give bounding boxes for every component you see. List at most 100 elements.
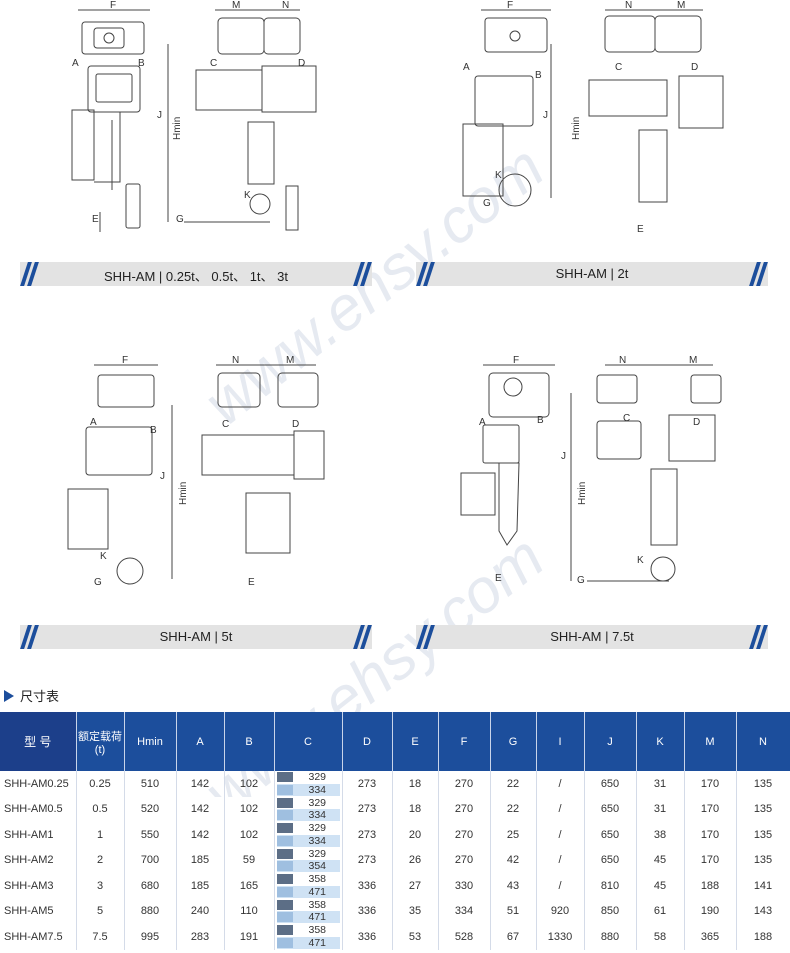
cell-g: 67 <box>490 924 537 950</box>
cell-m: 170 <box>684 771 737 797</box>
drawing-2t-hoist: F A B G K J Hmin N M C D E <box>455 0 755 235</box>
cell-i: 920 <box>536 898 585 924</box>
label-D: D <box>298 58 305 69</box>
cell-n: 135 <box>736 771 790 797</box>
cell-g: 25 <box>490 822 537 848</box>
label-J: J <box>561 451 566 462</box>
cell-f: 270 <box>438 796 491 822</box>
cell-e: 18 <box>392 796 439 822</box>
cell-k: 58 <box>636 924 685 950</box>
cell-k: 45 <box>636 847 685 873</box>
label-F: F <box>110 0 116 11</box>
cell-n: 143 <box>736 898 790 924</box>
caption-text: SHH-AM | 5t <box>159 629 233 644</box>
label-E: E <box>495 573 502 584</box>
cell-e: 20 <box>392 822 439 848</box>
cell-d: 336 <box>342 873 393 899</box>
label-B: B <box>138 58 145 69</box>
cell-a: 142 <box>176 796 225 822</box>
label-C: C <box>210 58 217 69</box>
c-value-1: 329 <box>308 771 327 784</box>
caption-banner: SHH-AM | 5t <box>20 625 372 649</box>
speed-tag-icon <box>276 823 293 834</box>
speed-tag-icon <box>276 772 293 783</box>
cell-k: 31 <box>636 771 685 797</box>
label-D: D <box>691 62 698 73</box>
label-Hmin: Hmin <box>178 482 189 505</box>
cell-d: 273 <box>342 847 393 873</box>
label-N: N <box>625 0 632 11</box>
section-title-text: 尺寸表 <box>20 689 60 704</box>
caption-banner: SHH-AM | 7.5t <box>416 625 768 649</box>
cell-j: 810 <box>584 873 637 899</box>
column-header: D <box>342 712 393 771</box>
cell-m: 365 <box>684 924 737 950</box>
speed-tag-icon <box>276 874 293 885</box>
caption-banner: SHH-AM | 0.25t、 0.5t、 1t、 3t <box>20 262 372 286</box>
cell-b: 102 <box>224 796 275 822</box>
cell-d: 273 <box>342 796 393 822</box>
cell-b: 110 <box>224 898 275 924</box>
speed-tag-icon <box>276 886 293 897</box>
triangle-bullet-icon <box>4 690 14 702</box>
column-header: Hmin <box>124 712 177 771</box>
cell-i: 1330 <box>536 924 585 950</box>
cell-hmin: 520 <box>124 796 177 822</box>
cell-model: SHH-AM5 <box>0 898 77 924</box>
cell-hmin: 700 <box>124 847 177 873</box>
label-E: E <box>248 577 255 588</box>
column-header: F <box>438 712 491 771</box>
speed-tag-icon <box>276 899 293 910</box>
label-N: N <box>232 355 239 366</box>
label-M: M <box>286 355 294 366</box>
cell-n: 135 <box>736 822 790 848</box>
cell-a: 240 <box>176 898 225 924</box>
cell-n: 141 <box>736 873 790 899</box>
column-header: J <box>584 712 637 771</box>
c-value-2: 471 <box>308 885 327 898</box>
label-Hmin: Hmin <box>577 482 588 505</box>
cell-e: 53 <box>392 924 439 950</box>
column-header: G <box>490 712 537 771</box>
cell-model: SHH-AM0.25 <box>0 771 77 797</box>
cell-load: 1 <box>76 822 125 848</box>
label-J: J <box>157 110 162 121</box>
label-A: A <box>90 417 97 428</box>
label-M: M <box>677 0 685 11</box>
column-header: A <box>176 712 225 771</box>
section-title: 尺寸表 <box>4 686 59 705</box>
cell-k: 61 <box>636 898 685 924</box>
cell-load: 7.5 <box>76 924 125 950</box>
cell-a: 185 <box>176 873 225 899</box>
cell-load: 0.5 <box>76 796 125 822</box>
cell-g: 43 <box>490 873 537 899</box>
label-K: K <box>637 555 644 566</box>
cell-a: 283 <box>176 924 225 950</box>
cell-load: 0.25 <box>76 771 125 797</box>
cell-g: 51 <box>490 898 537 924</box>
cell-d: 336 <box>342 924 393 950</box>
label-F: F <box>507 0 513 11</box>
caption-text: SHH-AM | 2t <box>555 266 629 281</box>
c-value-1: 358 <box>308 873 327 886</box>
drawing-small-hoist: F A B E M N J Hmin C D K G <box>60 0 350 235</box>
cell-f: 270 <box>438 822 491 848</box>
cell-k: 45 <box>636 873 685 899</box>
column-header: C <box>274 712 343 771</box>
label-Hmin: Hmin <box>172 117 183 140</box>
c-value-1: 329 <box>308 796 327 809</box>
cell-m: 170 <box>684 847 737 873</box>
cell-g: 22 <box>490 796 537 822</box>
c-value-2: 471 <box>308 936 327 949</box>
cell-a: 142 <box>176 771 225 797</box>
cell-m: 170 <box>684 796 737 822</box>
